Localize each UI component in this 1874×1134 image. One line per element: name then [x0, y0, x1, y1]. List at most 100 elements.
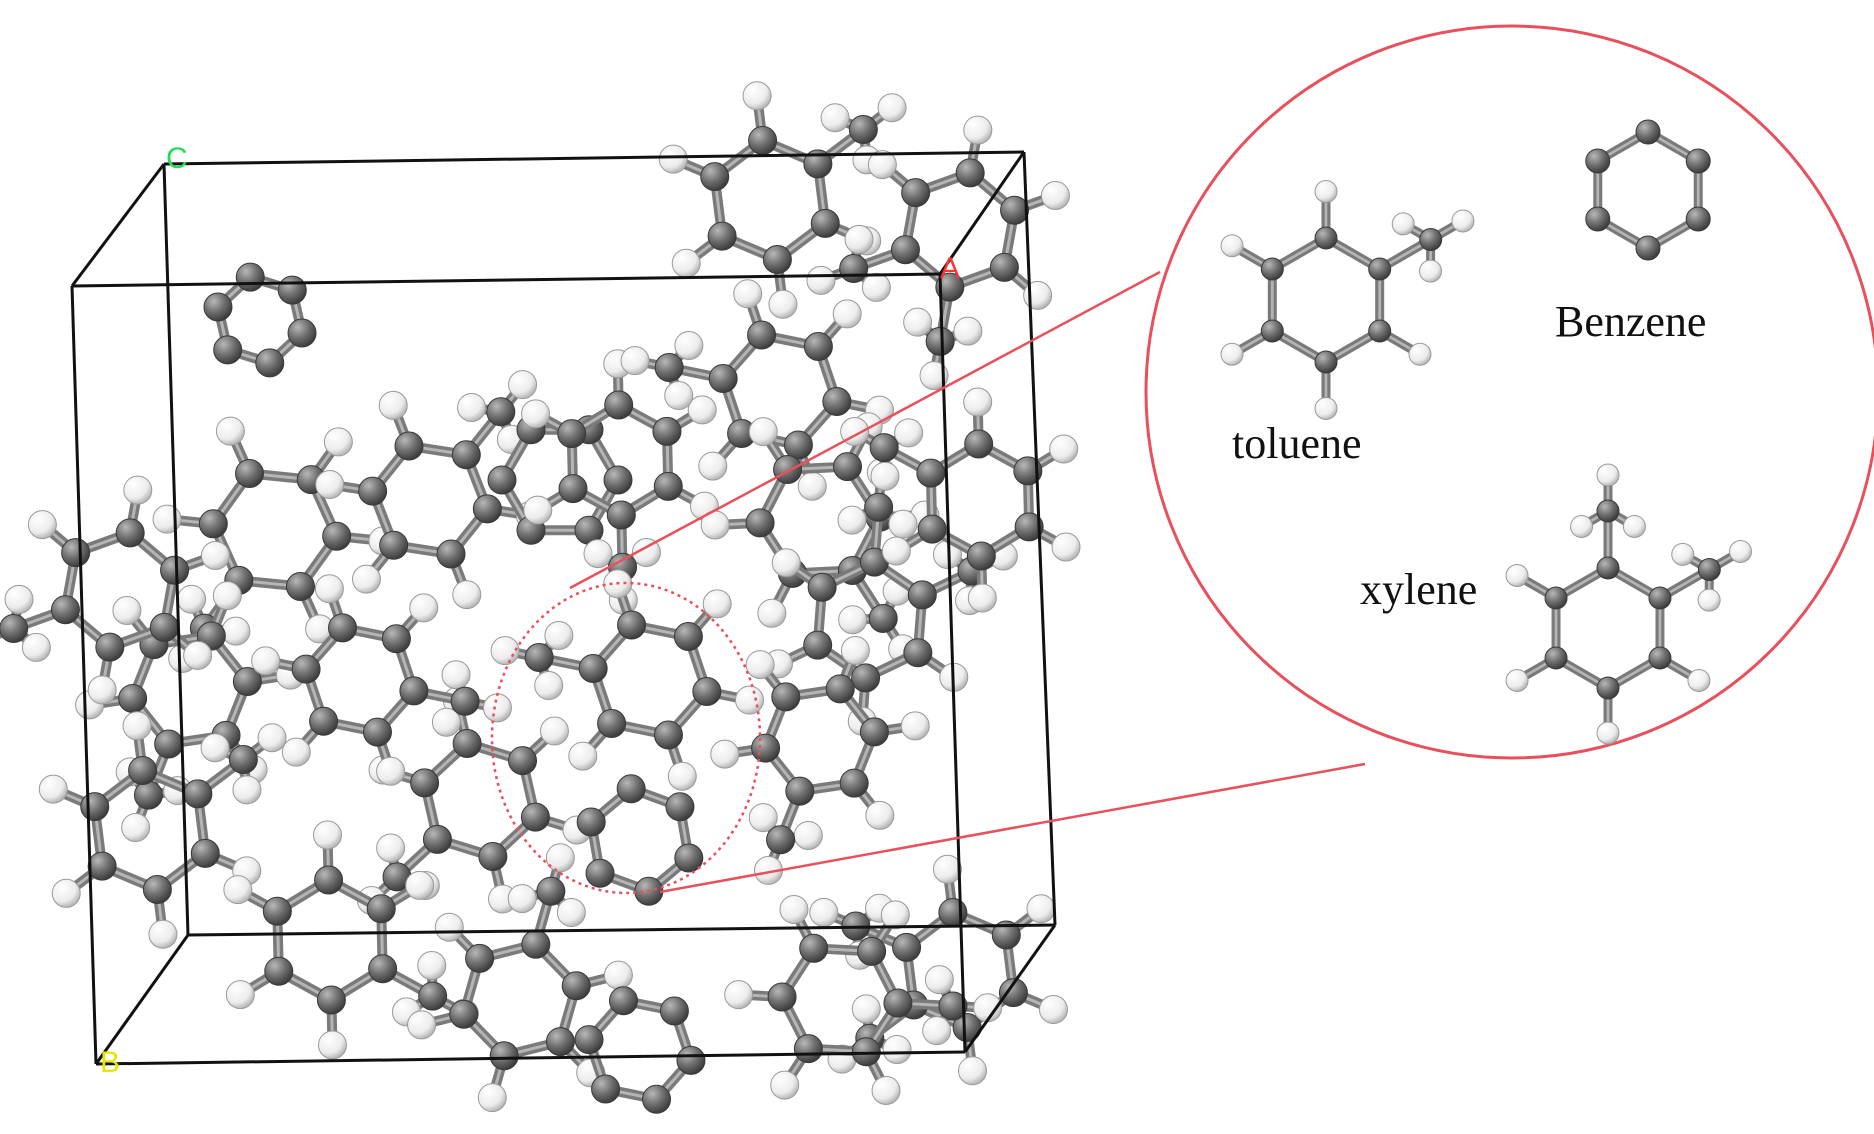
carbon-atom [751, 733, 781, 763]
carbon-atom [328, 613, 358, 643]
hydrogen-atom [871, 1075, 901, 1105]
hydrogen-atom [1049, 434, 1079, 464]
hydrogen-atom [431, 707, 461, 737]
cell-edge [963, 924, 1057, 1053]
carbon-atom [653, 471, 683, 501]
hydrogen-atom [793, 820, 823, 850]
carbon-atom [1596, 556, 1620, 580]
carbon-atom [803, 630, 833, 660]
hydrogen-atom [490, 636, 520, 666]
carbon-atom [604, 390, 634, 420]
hydrogen-atom [757, 598, 787, 628]
carbon-atom [87, 851, 117, 881]
hydrogen-atom [724, 980, 754, 1010]
carbon-atom [966, 541, 996, 571]
hydrogen-atom [832, 299, 862, 329]
carbon-atom [1000, 195, 1030, 225]
hydrogen-atom [667, 761, 697, 791]
axis-label-b: B [100, 1046, 120, 1079]
hydrogen-atom [251, 646, 281, 676]
carbon-atom [524, 643, 554, 673]
carbon-atom [1368, 319, 1392, 343]
carbon-atom [578, 653, 608, 683]
cell-edge [71, 272, 941, 288]
carbon-atom [1596, 499, 1620, 523]
hydrogen-atom [477, 1083, 507, 1113]
hydrogen-atom [924, 965, 954, 995]
carbon-atom [450, 686, 480, 716]
carbon-atom [309, 706, 339, 736]
carbon-atom [883, 988, 913, 1018]
hydrogen-atom [748, 417, 778, 447]
carbon-atom [673, 622, 703, 652]
hydrogen-atom [1314, 180, 1338, 203]
hydrogen-atom [1729, 540, 1753, 563]
hydrogen-atom [183, 640, 213, 670]
carbon-atom [665, 792, 695, 822]
xylene-molecule [1505, 463, 1753, 745]
benzene-molecule [1585, 119, 1711, 261]
hydrogen-atom [1596, 463, 1620, 487]
carbon-atom [557, 419, 587, 449]
carbon-atom [833, 452, 863, 482]
hydrogen-atom [963, 115, 993, 145]
hydrogen-atom [888, 509, 918, 539]
hydrogen-atom [768, 289, 798, 319]
carbon-atom [857, 936, 887, 966]
carbon-atom [558, 474, 588, 504]
cell-edge [70, 163, 166, 287]
carbon-atom [591, 1074, 621, 1104]
hydrogen-atom [882, 1035, 912, 1065]
hydrogen-atom [838, 605, 868, 635]
hydrogen-atom [434, 912, 464, 942]
carbon-atom [606, 500, 636, 530]
hydrogen-atom [880, 900, 910, 930]
carbon-atom [848, 114, 878, 144]
carbon-atom [707, 221, 737, 251]
carbon-atom [118, 684, 148, 714]
carbon-atom [399, 676, 429, 706]
hydrogen-atom [534, 671, 564, 701]
hydrogen-atom [257, 723, 287, 753]
hydrogen-atom [806, 265, 836, 295]
carbon-atom [520, 802, 550, 832]
carbon-atom [149, 612, 179, 642]
hydrogen-atom [482, 693, 512, 723]
hydrogen-atom [521, 399, 551, 429]
hydrogen-atom [894, 418, 924, 448]
carbon-atom [810, 208, 840, 238]
zoom-connector-bottom [659, 762, 1366, 894]
carbon-atom [203, 292, 233, 322]
hydrogen-atom [221, 616, 251, 646]
carbon-atom [864, 492, 894, 522]
hydrogen-atom [417, 951, 447, 981]
axis-label-c: C [166, 142, 188, 175]
hydrogen-atom [734, 685, 764, 715]
hydrogen-atom [702, 589, 732, 619]
hydrogen-atom [658, 144, 688, 174]
hydrogen-atom [112, 595, 142, 625]
carbon-atom [521, 929, 551, 959]
carbon-atom [213, 335, 243, 365]
carbon-atom [316, 985, 346, 1015]
carbon-atom [692, 677, 722, 707]
carbon-atom [422, 824, 452, 854]
hydrogen-atom [797, 471, 827, 501]
carbon-atom [255, 348, 285, 378]
carbon-atom [585, 858, 615, 888]
carbon-atom [264, 956, 294, 986]
carbon-atom [1648, 646, 1672, 670]
carbon-atom [322, 521, 352, 551]
carbon-atom [1419, 228, 1443, 252]
hydrogen-atom [1671, 542, 1695, 566]
carbon-atom [839, 253, 869, 283]
carbon-atom [50, 595, 80, 625]
hydrogen-atom [865, 800, 895, 830]
box-molecules [0, 81, 1081, 1114]
carbon-atom [851, 663, 881, 693]
carbon-atom [654, 353, 684, 383]
carbon-atom [95, 632, 125, 662]
carbon-atom [991, 920, 1021, 950]
hydrogen-atom [583, 539, 613, 569]
